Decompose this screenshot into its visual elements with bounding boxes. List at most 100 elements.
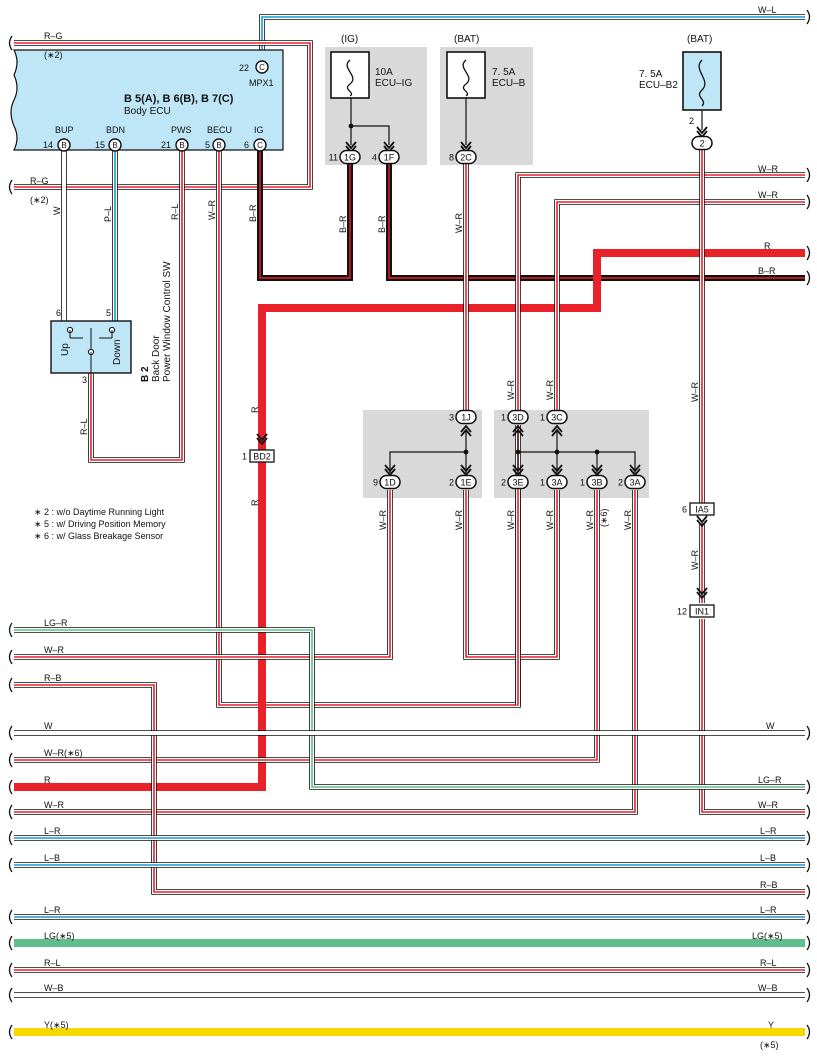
ecu-pin-ig-id: C: [257, 141, 263, 150]
back-door-power-window-switch: Up Down 6 5 3 B 2 Back Door Power Window…: [50, 261, 173, 385]
note-1: ∗ 2 : w/o Daytime Running Light: [34, 507, 165, 517]
wire-break-mark: [8, 752, 13, 768]
switch-up-label: Up: [60, 343, 71, 356]
connector-3c-id: 3C: [551, 412, 563, 422]
body-ecu: B 5(A), B 6(B), B 7(C) Body ECU MPX1 22 …: [10, 49, 284, 151]
connector-1g-num: 11: [329, 152, 338, 162]
wire-break-mark: [806, 962, 811, 978]
label-bus-right-7: LG(∗5): [752, 931, 783, 941]
wire-break-mark: [806, 270, 811, 286]
wire-break-mark: [8, 35, 13, 51]
connector-3a-1: 3A1: [540, 474, 568, 490]
wire-break-mark: [8, 677, 13, 693]
connector-b2-out: 2: [691, 135, 713, 151]
ecu-pin-becu-id: B: [216, 141, 221, 150]
label-bus-right-1: LG–R: [758, 775, 782, 785]
ecu-pin-mpx1: C: [255, 60, 269, 74]
label-bus-left-6: W–R: [44, 800, 65, 810]
fuse-b2-rating: 7. 5A: [639, 69, 663, 80]
connector-3e: 3E2: [501, 474, 529, 490]
ecu-mpx-label: MPX1: [249, 78, 274, 88]
wire-break-mark: [806, 987, 811, 1003]
fuse-b-name: ECU–B: [492, 78, 526, 89]
wire-break-mark: [806, 884, 811, 900]
connector-1e: 1E2: [449, 474, 477, 490]
label-bus-left-13: Y(∗5): [44, 1020, 69, 1030]
splice-dot: [348, 123, 354, 129]
connector-1f: 1F4: [372, 149, 400, 165]
label-bus-right-2: W–R: [758, 800, 779, 810]
wire-r-main: [14, 249, 805, 791]
wire-w-r-3d: [515, 172, 805, 412]
switch-code: B 2: [140, 366, 151, 382]
fuse-ecu-b: (BAT) 7. 5A ECU–B: [446, 34, 526, 99]
connector-ia5-num: 6: [682, 504, 687, 514]
connector-3a-2: 3A2: [618, 474, 646, 490]
wire-break-mark: [806, 1024, 811, 1040]
wire-break-mark: [8, 962, 13, 978]
label-r-lower: R: [250, 499, 260, 506]
chevron-down-icon: [696, 515, 708, 528]
fuse-b-rating: 7. 5A: [492, 67, 516, 78]
wire-lg-r: [14, 627, 805, 790]
wire-break-mark: [8, 1024, 13, 1040]
wire-break-mark: [8, 987, 13, 1003]
wire-break-mark: [806, 857, 811, 873]
fuse-b-source: (BAT): [454, 34, 479, 45]
wire-break-mark: [8, 909, 13, 925]
label-w-r-1e: W–R: [454, 510, 464, 531]
wire-break-mark: [8, 857, 13, 873]
wire-break-mark: [806, 830, 811, 846]
label-right-w-r-2: W–R: [758, 190, 779, 200]
label-star6: (∗6): [599, 508, 609, 527]
label-bus-left-10: LG(∗5): [44, 931, 75, 941]
label-bus-right-5: R–B: [760, 880, 778, 890]
wire-break-mark: [806, 245, 811, 261]
connector-3b-num: 1: [580, 477, 585, 487]
label-bus-left-11: R–L: [44, 958, 61, 968]
switch-pin-up: 6: [56, 308, 61, 318]
label-bus-left-5: R: [44, 775, 51, 785]
ecu-pin-num-becu: 5: [205, 140, 210, 150]
label-bus-left-1: W–R: [44, 645, 65, 655]
chevron-down-icon: [256, 433, 268, 446]
ecu-pin-bdn: B: [108, 138, 122, 152]
splice-dot: [594, 449, 600, 455]
wire-w-r-3a: [14, 490, 638, 815]
ecu-pin-num-pws: 21: [161, 140, 171, 150]
label-b-r-ig: B–R: [248, 204, 258, 222]
wire-break-mark: [8, 935, 13, 951]
wire-break-mark: [806, 9, 811, 25]
wire-break-mark: [8, 179, 13, 195]
connector-b2-pin: 2: [689, 116, 694, 126]
connector-1f-num: 4: [372, 152, 377, 162]
fuse-ig-source: (IG): [341, 34, 358, 45]
label-right-r: R: [764, 241, 771, 251]
wire-break-mark: [8, 830, 13, 846]
ecu-pin-mpx1-id: C: [259, 63, 265, 72]
connector-bd2-id: BD2: [253, 451, 271, 461]
connector-b2-out-id: 2: [699, 138, 704, 148]
ecu-mpx-pin: 22: [239, 63, 249, 73]
wire-break-mark: [806, 194, 811, 210]
connector-ia5-id: IA5: [695, 504, 709, 514]
label-bus-right-10: Y: [768, 1020, 774, 1030]
wire-w-r-3b: [14, 490, 600, 763]
label-bus-left-9: L–R: [44, 905, 61, 915]
splice-dot: [554, 449, 560, 455]
label-star2-mid: (∗2): [30, 195, 49, 205]
chevron-up-icon: [512, 424, 524, 437]
ecu-title: B 5(A), B 6(B), B 7(C): [124, 93, 234, 105]
ecu-name: Body ECU: [124, 106, 171, 117]
connector-1d-id: 1D: [384, 477, 396, 487]
splice-dot: [515, 449, 521, 455]
wire-r-g-loop: [14, 40, 313, 190]
wire-break-mark: [8, 779, 13, 795]
label-star2-top: (∗2): [44, 50, 63, 60]
note-2: ∗ 5 : w/ Driving Position Memory: [34, 519, 166, 529]
connector-2c-id: 2C: [460, 152, 472, 162]
